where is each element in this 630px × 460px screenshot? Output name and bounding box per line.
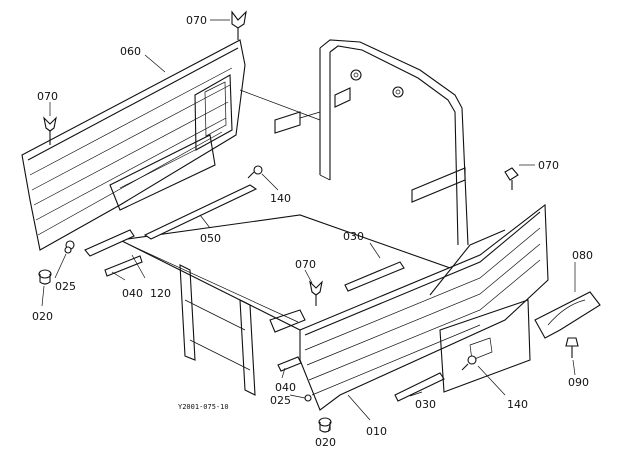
wing-bolt-070-top xyxy=(231,10,247,40)
floor-strips xyxy=(84,184,445,402)
callout-labels: 070 060 070 140 050 070 030 080 025 020 … xyxy=(32,14,593,449)
label-070-top: 070 xyxy=(186,14,207,27)
cap-020-left xyxy=(38,269,52,285)
label-040-left: 040 xyxy=(122,287,143,300)
label-020-left: 020 xyxy=(32,310,53,323)
left-side-panel xyxy=(21,39,246,251)
label-070-left: 070 xyxy=(37,90,58,103)
label-120: 120 xyxy=(150,287,171,300)
bolt-090 xyxy=(565,337,579,358)
label-140-lower: 140 xyxy=(507,398,528,411)
wing-bolt-070-left xyxy=(43,116,57,145)
washer-025-lower xyxy=(304,394,312,402)
right-side-panel xyxy=(299,203,549,411)
label-020-lower: 020 xyxy=(315,436,336,449)
knob-140-lower xyxy=(461,355,477,371)
cap-020-lower xyxy=(318,417,332,433)
leader-lines xyxy=(41,19,576,433)
label-040-lower: 040 xyxy=(275,381,296,394)
label-070-mid: 070 xyxy=(295,258,316,271)
label-140-upper: 140 xyxy=(270,192,291,205)
label-025-lower: 025 xyxy=(270,394,291,407)
label-025-left: 025 xyxy=(55,280,76,293)
bracket-080 xyxy=(534,291,601,339)
label-030: 030 xyxy=(343,230,364,243)
drawing-code: Y2001-075-10 xyxy=(178,403,229,411)
label-070-right: 070 xyxy=(538,159,559,172)
wing-bolt-070-right xyxy=(504,167,519,190)
label-080: 080 xyxy=(572,249,593,262)
roll-bar-frame xyxy=(239,39,469,246)
label-060: 060 xyxy=(120,45,141,58)
label-050: 050 xyxy=(200,232,221,245)
wing-bolt-070-mid xyxy=(309,280,323,306)
label-010: 010 xyxy=(366,425,387,438)
label-090: 090 xyxy=(568,376,589,389)
washer-025-left xyxy=(64,246,72,254)
knob-140-upper xyxy=(247,165,263,179)
label-030-lower: 030 xyxy=(415,398,436,411)
